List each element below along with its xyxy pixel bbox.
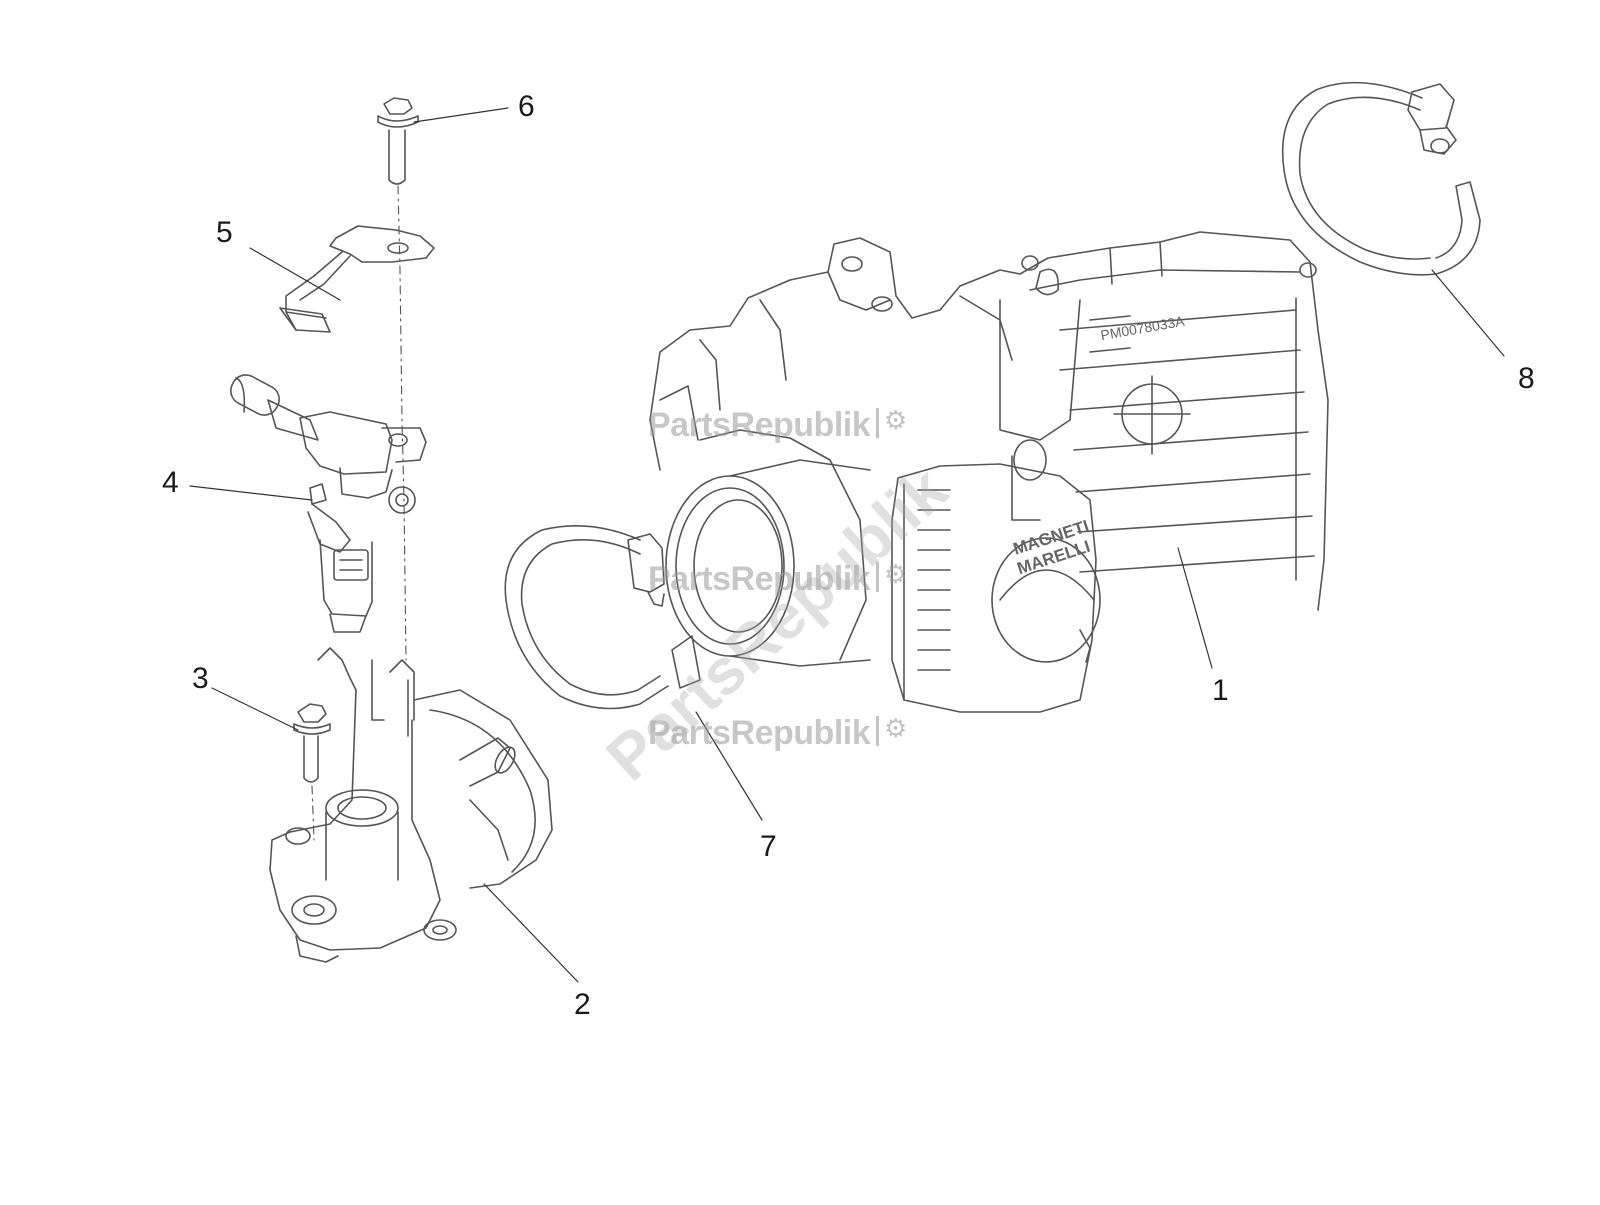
watermark-bar-middle (876, 562, 879, 592)
clamp-part-8 (1281, 81, 1481, 276)
clamp-part-7 (504, 524, 701, 710)
watermark-middle: PartsRepublik (648, 560, 871, 598)
watermark-bottom: PartsRepublik (648, 714, 871, 752)
callout-8: 8 (1518, 362, 1535, 395)
callout-4: 4 (162, 466, 179, 499)
bolt-part-3 (293, 703, 331, 841)
watermark-bar-top (876, 408, 879, 438)
watermark-bar-bottom (876, 716, 879, 746)
callout-2: 2 (574, 988, 591, 1021)
callout-5: 5 (216, 216, 233, 249)
bolt-part-6 (377, 97, 419, 185)
bracket-part-5 (279, 225, 435, 333)
callout-3: 3 (192, 662, 209, 695)
gear-icon: ⚙ (884, 406, 908, 436)
callout-1: 1 (1212, 674, 1229, 707)
watermark-top: PartsRepublik (648, 406, 871, 444)
throttle-body-part-1 (649, 231, 1329, 713)
intake-manifold-part-2 (269, 647, 553, 963)
gear-icon: ⚙ (884, 714, 908, 744)
callout-6: 6 (518, 90, 535, 123)
gear-icon: ⚙ (884, 560, 908, 590)
leader-lines (189, 107, 1505, 983)
callout-7: 7 (760, 830, 777, 863)
injector-part-4 (230, 374, 427, 633)
